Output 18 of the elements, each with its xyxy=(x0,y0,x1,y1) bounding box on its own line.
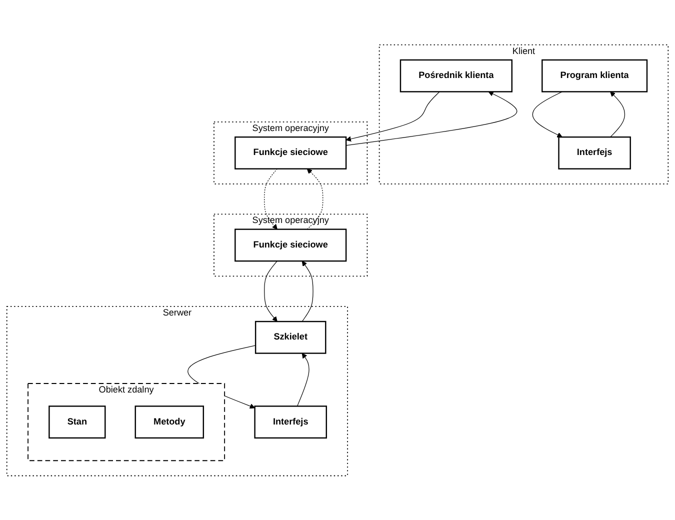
node-box: Funkcje sieciowe xyxy=(234,136,347,170)
node-box: Funkcje sieciowe xyxy=(234,228,347,262)
arrow xyxy=(264,168,278,230)
arrow xyxy=(296,352,310,406)
arrow xyxy=(346,91,440,142)
arrow xyxy=(264,260,278,322)
arrow xyxy=(532,91,563,138)
node-box: Interfejs xyxy=(254,405,327,438)
arrow xyxy=(610,91,626,138)
node-box: Program klienta xyxy=(542,59,648,92)
node-box: Pośrednik klienta xyxy=(400,59,512,92)
node-box: Stan xyxy=(48,405,106,438)
arrow xyxy=(346,91,518,146)
arrow xyxy=(302,260,314,322)
arrow xyxy=(306,168,324,230)
node-box: Szkielet xyxy=(254,320,326,354)
node-box: Metody xyxy=(134,405,204,438)
node-box: Interfejs xyxy=(558,136,631,170)
